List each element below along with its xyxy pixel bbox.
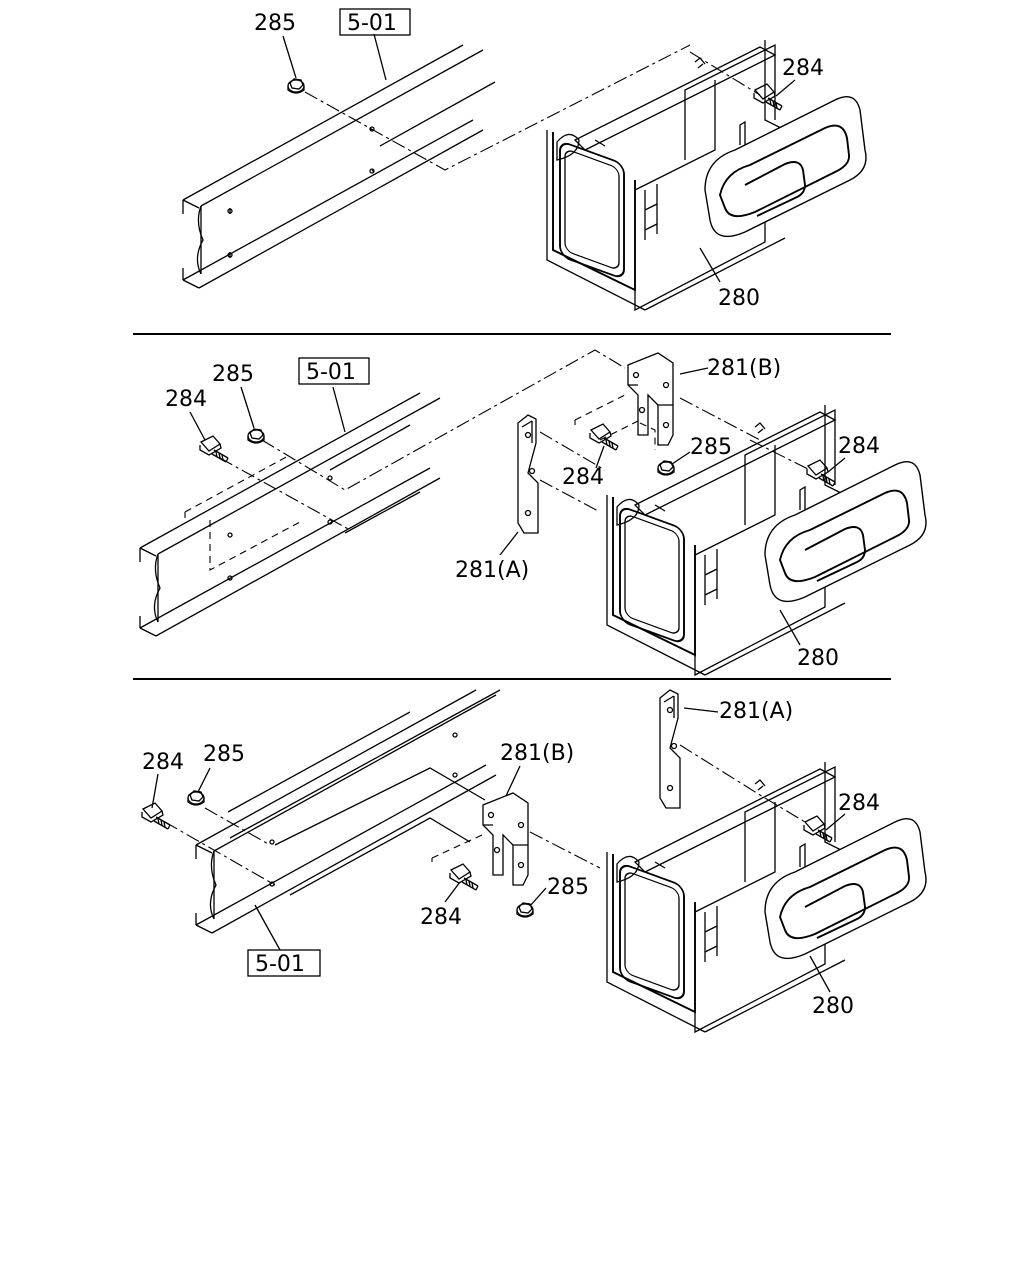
- callout-285: 285: [212, 362, 254, 387]
- bracket-281b: [482, 792, 529, 886]
- callout-284: 284: [420, 905, 462, 930]
- bracket-281a: [659, 689, 681, 809]
- flange-nut: [247, 428, 265, 444]
- callout-281a: 281(A): [719, 699, 793, 724]
- flange-bolt: [141, 802, 171, 830]
- callout-281b: 281(B): [500, 741, 574, 766]
- flange-nut: [287, 78, 305, 94]
- flange-bolt: [753, 83, 783, 111]
- ref-5-01: 5-01: [255, 952, 305, 977]
- panel-1: 285 5-01 284 280: [182, 8, 867, 311]
- bracket-281a: [517, 414, 539, 534]
- callout-284: 284: [562, 465, 604, 490]
- callout-281b: 281(B): [707, 356, 781, 381]
- callout-285: 285: [254, 11, 296, 36]
- callout-285: 285: [547, 875, 589, 900]
- ref-box: [339, 8, 411, 36]
- ref-5-01: 5-01: [347, 11, 397, 36]
- callout-280: 280: [718, 286, 760, 311]
- bracket-281b: [627, 352, 674, 446]
- panel-2: 285 5-01 284 281(B) 285 284 284 281(A) 2…: [139, 349, 927, 676]
- callout-284: 284: [838, 791, 880, 816]
- callout-284: 284: [165, 387, 207, 412]
- flange-bolt: [806, 459, 836, 487]
- frame-rail: [195, 689, 497, 934]
- flange-nut: [187, 790, 205, 806]
- ref-5-01: 5-01: [306, 360, 356, 385]
- callout-284: 284: [142, 750, 184, 775]
- callout-284: 284: [782, 56, 824, 81]
- ref-box: [247, 949, 321, 977]
- ref-box: [298, 357, 370, 385]
- flange-nut: [657, 460, 675, 476]
- callout-285: 285: [203, 742, 245, 767]
- flange-bolt: [199, 435, 229, 463]
- callout-281a: 281(A): [455, 558, 529, 583]
- callout-280: 280: [812, 994, 854, 1019]
- panel-3: 281(A) 284 285 281(B) 284 285 284 5-01 2…: [141, 689, 927, 1033]
- callout-285: 285: [690, 435, 732, 460]
- callout-280: 280: [797, 646, 839, 671]
- callout-284: 284: [838, 434, 880, 459]
- flange-bolt: [449, 863, 479, 891]
